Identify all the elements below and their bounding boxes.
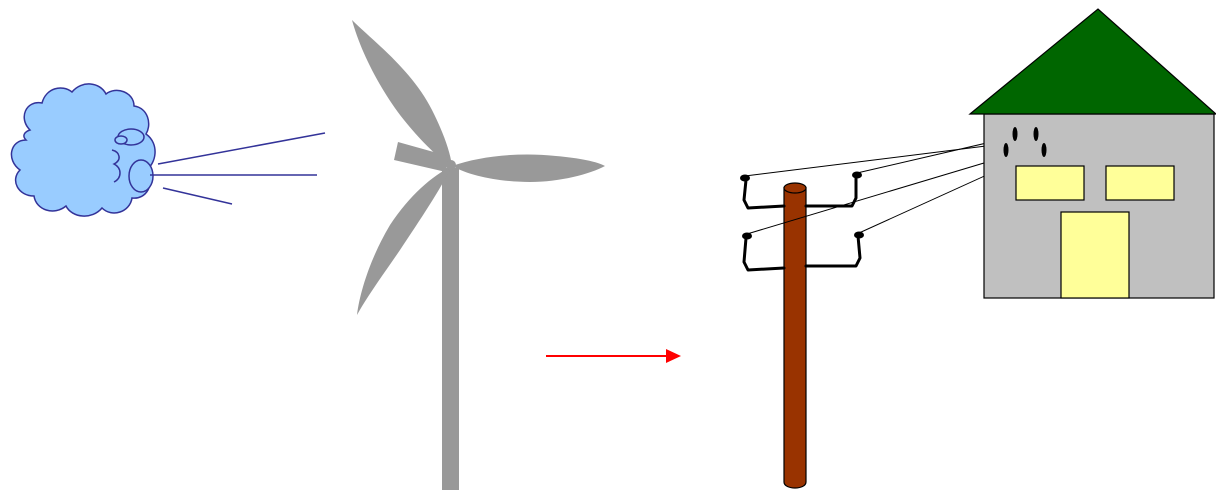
wind-line-top [157, 132, 326, 165]
turbine-nacelle [394, 142, 448, 172]
house-insulator-1 [1012, 127, 1018, 141]
utility-pole [740, 171, 864, 489]
cloud-eye [114, 135, 128, 145]
bracket-lower-left [742, 236, 786, 272]
insulator-upper-left [740, 174, 750, 182]
pole-body [783, 187, 807, 489]
insulator-lower-right [854, 231, 864, 239]
wind-turbine [352, 20, 605, 490]
cloud-shape [10, 83, 156, 217]
house-roof [968, 8, 1216, 115]
bracket-upper-left [742, 178, 786, 210]
flow-arrow [546, 349, 681, 363]
turbine-blade-top [352, 20, 452, 166]
insulator-lower-left [742, 232, 752, 240]
house-door [1060, 211, 1130, 299]
wire-1 [744, 142, 1011, 177]
house-insulator-3 [1003, 143, 1009, 157]
house-insulator-4 [1041, 143, 1047, 157]
turbine-blade-right [452, 154, 605, 182]
wind-line-bottom [162, 187, 233, 205]
cloud-cheek-line [111, 149, 121, 183]
arrow-head [666, 349, 681, 363]
house [968, 8, 1216, 299]
turbine-blade-bottom [357, 166, 452, 315]
pole-brackets [742, 174, 862, 272]
pole-top [783, 182, 807, 194]
bracket-upper-right [804, 174, 858, 208]
wire-3 [746, 156, 1005, 235]
insulator-upper-right [852, 171, 862, 179]
house-insulators [1003, 127, 1047, 157]
house-window-left [1015, 165, 1085, 201]
wind-cloud [10, 83, 156, 217]
turbine-hub [446, 160, 456, 170]
cloud-mouth [128, 159, 154, 193]
house-insulator-2 [1033, 127, 1039, 141]
turbine-tower [442, 168, 459, 490]
pole-insulators [740, 171, 864, 240]
wind-lines [150, 132, 326, 205]
house-window-right [1105, 165, 1175, 201]
bracket-lower-right [804, 234, 862, 268]
